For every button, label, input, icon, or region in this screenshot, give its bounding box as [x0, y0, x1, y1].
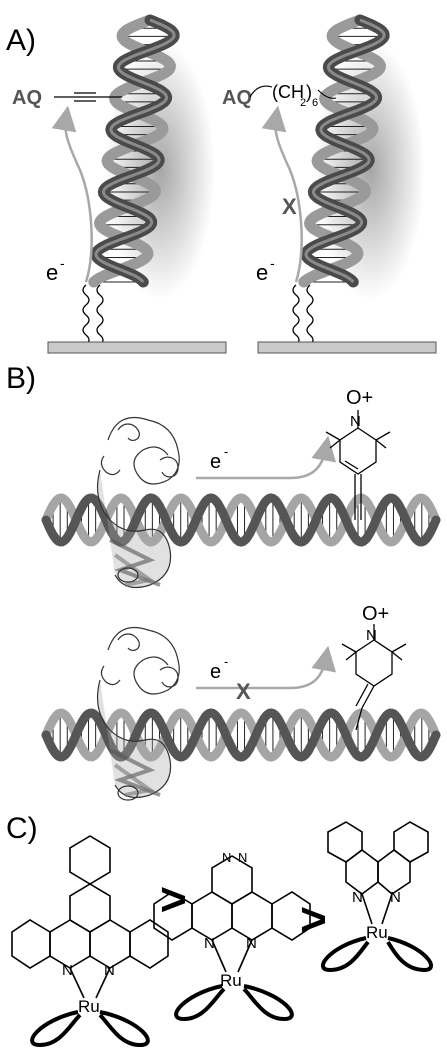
electrode-left — [47, 341, 227, 354]
protein-b-top — [97, 416, 180, 588]
backbone-strand-2 — [41, 493, 441, 547]
panel-a-label: A) — [6, 24, 36, 57]
thiol-linker-right-2 — [306, 284, 314, 346]
nitrogen-label-b-bottom: N — [366, 627, 377, 644]
ru-dppz-complex — [11, 835, 169, 1048]
electron-charge-b-top: - — [224, 444, 228, 459]
protein-b-bottom — [97, 626, 180, 801]
backbone-highlight — [304, 18, 386, 284]
panel-a: A) AQ e - AQ (CH 2 ) — [6, 14, 437, 354]
thiol-linker-left-2 — [96, 284, 104, 346]
electron-charge-right: - — [270, 255, 275, 271]
electron-label-b-top: e — [210, 451, 221, 473]
dna-helix-left — [88, 14, 215, 300]
linker-sub-6: 6 — [312, 97, 318, 109]
panel-c: C) N N Ru > N — [6, 812, 433, 1048]
block-x-b: X — [236, 679, 251, 704]
panel-b-label: B) — [6, 362, 36, 395]
panel-b: B) e - N O+ — [6, 362, 441, 801]
nitroxide-spin-label-bottom — [341, 624, 407, 731]
electron-label-left: e — [46, 260, 58, 285]
linker-ch-label: (CH — [272, 82, 304, 102]
aq-label-left: AQ — [12, 87, 42, 109]
backbone-strand-2 — [41, 708, 441, 762]
alkyne-linker-left — [54, 92, 122, 102]
electron-path-arrow-b-top — [196, 435, 337, 480]
ru-bpy-complex — [321, 821, 433, 973]
electron-path-arrow-b-bottom — [196, 645, 337, 690]
ru-label-c3: Ru — [366, 923, 388, 942]
n-label-c1b: N — [104, 962, 115, 979]
nitroxide-label-b-bottom: O+ — [362, 603, 389, 625]
nitroxide-spin-label-top — [325, 410, 391, 520]
alkyl-linker-right — [249, 85, 337, 99]
greater-than-2: > — [300, 893, 327, 945]
nitrogen-label-b-top: N — [350, 413, 361, 430]
thiol-linker-right — [292, 284, 300, 346]
dna-helix-b-top — [41, 493, 441, 547]
electron-label-right: e — [256, 260, 268, 285]
electron-path-arrow-right — [261, 105, 303, 283]
backbone-strand-1 — [41, 493, 441, 547]
electrode-right — [257, 341, 437, 354]
electron-charge-left: - — [60, 255, 65, 271]
n-label-c2a: N — [204, 935, 215, 952]
backbone-highlight — [94, 18, 176, 284]
dna-helix-right — [298, 14, 425, 300]
backbone-strand-1 — [41, 708, 441, 762]
n-label-c2c: N — [222, 850, 231, 865]
n-label-c2d: N — [238, 850, 247, 865]
electron-label-b-bottom: e — [210, 661, 221, 683]
aq-label-right: AQ — [222, 87, 252, 109]
n-label-c1a: N — [62, 962, 73, 979]
linker-close-paren: ) — [306, 82, 312, 102]
block-x-a: X — [282, 194, 297, 219]
linker-sub-2: 2 — [300, 97, 306, 109]
n-label-c3b: N — [390, 889, 401, 906]
ru-label-c1: Ru — [78, 997, 100, 1016]
nitroxide-label-b-top: O+ — [346, 387, 373, 409]
n-label-c3a: N — [352, 889, 363, 906]
ru-dpq-complex — [153, 855, 311, 1022]
electron-charge-b-bottom: - — [224, 654, 228, 669]
panel-c-label: C) — [6, 812, 38, 845]
thiol-linker-left — [82, 284, 90, 346]
dna-helix-b-bottom — [41, 708, 441, 762]
ru-label-c2: Ru — [220, 971, 242, 990]
electron-path-arrow-left — [51, 105, 93, 283]
n-label-c2b: N — [246, 935, 257, 952]
